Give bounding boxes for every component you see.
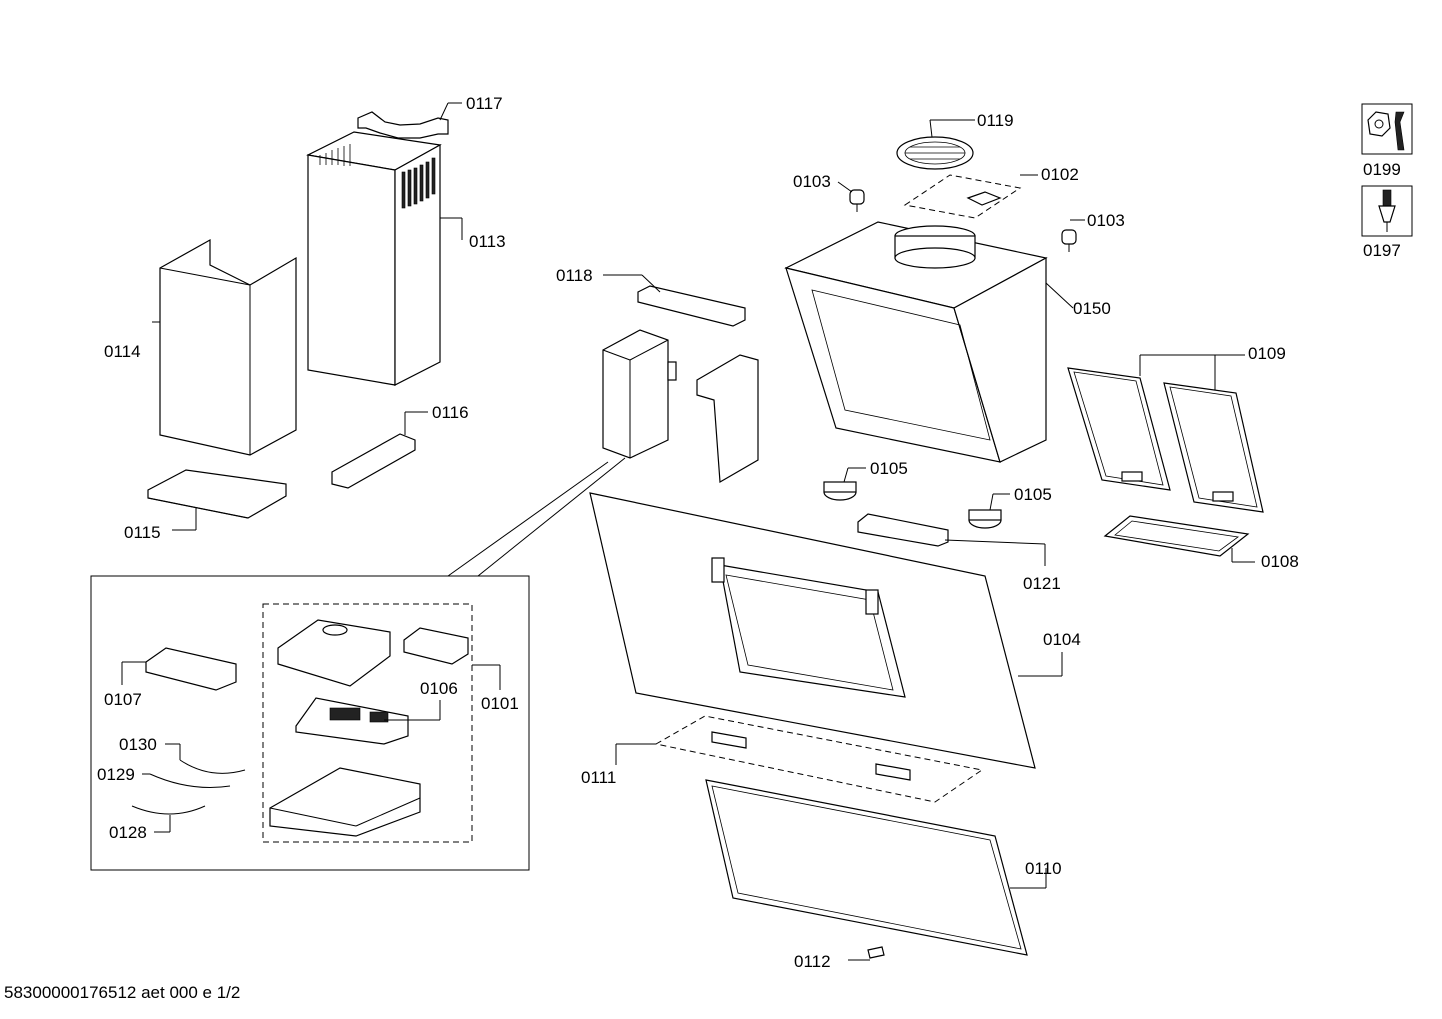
label-0105-right: 0105 <box>1014 485 1052 504</box>
label-0150: 0150 <box>1073 299 1111 318</box>
part-0116-bracket <box>331 411 428 489</box>
label-0128: 0128 <box>109 823 147 842</box>
label-0118: 0118 <box>556 266 593 285</box>
part-0118-strip <box>603 274 746 327</box>
part-0103-clip-left <box>837 181 865 212</box>
part-0111-group <box>615 715 984 803</box>
label-0116: 0116 <box>432 403 469 422</box>
part-labels: 0117 0113 0114 0116 0115 0118 0119 0102 … <box>4 94 1401 1002</box>
label-0114: 0114 <box>104 342 141 361</box>
label-0107: 0107 <box>104 690 142 709</box>
label-0106: 0106 <box>420 679 458 698</box>
part-control-box <box>447 329 677 577</box>
label-0110: 0110 <box>1025 859 1062 878</box>
detail-inset <box>90 575 530 871</box>
part-0110-glass <box>705 779 1047 956</box>
label-0113: 0113 <box>469 232 506 251</box>
label-0199: 0199 <box>1363 160 1401 179</box>
nut-wrench-icon <box>1361 103 1413 155</box>
label-0119: 0119 <box>977 111 1014 130</box>
label-0117: 0117 <box>466 94 503 113</box>
label-0104: 0104 <box>1043 630 1081 649</box>
label-0103-left: 0103 <box>793 172 831 191</box>
label-0121: 0121 <box>1023 574 1061 593</box>
label-0109: 0109 <box>1248 344 1286 363</box>
part-0105-motor-right <box>968 493 1010 529</box>
part-0115-frame <box>147 469 287 531</box>
label-0102: 0102 <box>1041 165 1079 184</box>
label-0112: 0112 <box>794 952 831 971</box>
screwdriver-icon <box>1361 185 1413 237</box>
document-footer-code: 58300000176512 aet 000 e 1/2 <box>4 983 240 1002</box>
label-0105-left: 0105 <box>870 459 908 478</box>
label-0115: 0115 <box>124 523 161 542</box>
label-0130: 0130 <box>119 735 157 754</box>
label-0197: 0197 <box>1363 241 1401 260</box>
part-0114-lower-chimney <box>152 238 297 456</box>
part-0105-motor-left <box>823 467 866 501</box>
part-0108-filter <box>1103 515 1255 563</box>
part-0117-bracket <box>357 102 462 139</box>
part-0104-front-panel <box>589 492 1063 769</box>
part-0103-clip-right <box>1061 219 1085 252</box>
part-0121-bracket <box>857 513 1046 566</box>
part-side-panel <box>696 354 759 483</box>
label-0103-right: 0103 <box>1087 211 1125 230</box>
part-0113-upper-chimney <box>306 131 463 386</box>
part-0109-filter-right <box>1139 354 1264 513</box>
label-0101: 0101 <box>481 694 519 713</box>
part-0112-clip <box>848 946 885 961</box>
part-0109-filter-left <box>1067 367 1171 491</box>
part-0150-housing <box>784 221 1074 463</box>
label-0111: 0111 <box>581 768 616 787</box>
label-0129: 0129 <box>97 765 135 784</box>
label-0108: 0108 <box>1261 552 1299 571</box>
part-0102-group <box>903 174 1038 219</box>
part-0119-grille <box>896 119 975 170</box>
